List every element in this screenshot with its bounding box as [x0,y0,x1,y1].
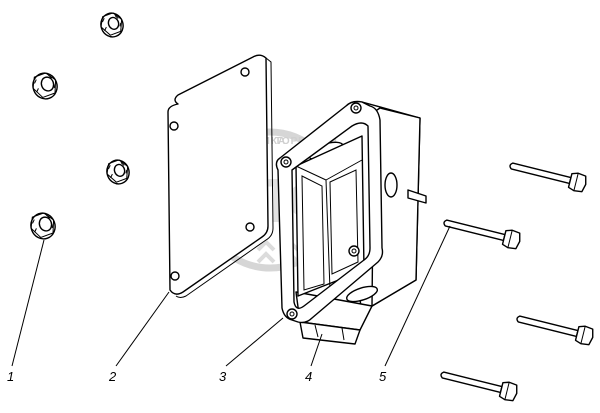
cover-plate [167,54,274,298]
gasket-hole-top-right [350,102,362,114]
gasket-hole-bottom-right [348,245,360,257]
callout-labels: 1 2 3 4 5 [7,369,387,384]
cap-nut-1 [100,12,124,38]
leader-4 [310,333,323,367]
leader-1 [11,239,45,367]
bolt-1 [509,162,587,193]
callout-2: 2 [108,369,117,384]
bolt-4 [440,371,518,402]
cap-nuts-group [30,12,130,240]
cover-hole-bottom-left [170,271,180,281]
gasket-hole-bottom-left [286,308,298,320]
bolt-3 [516,315,594,346]
gland-opening-side [384,172,398,198]
bolts-group [440,162,594,402]
bolt-2 [443,219,521,250]
gasket-frame [275,100,384,324]
cover-hole-bottom-right [245,222,255,232]
leader-3 [225,317,284,367]
leader-lines [11,225,451,367]
cap-nut-2 [32,72,58,100]
cap-nut-3 [106,159,130,185]
junction-box-body [295,101,427,345]
leader-2 [115,291,170,367]
cap-nut-4 [30,212,56,240]
gland-opening-bottom [345,285,379,303]
callout-5: 5 [379,369,387,384]
cover-hole-top-right [240,67,250,77]
leader-5 [384,225,451,367]
callout-1: 1 [7,369,14,384]
callout-3: 3 [219,369,227,384]
callout-4: 4 [305,369,312,384]
gasket-hole-top-left [280,156,292,168]
cover-hole-top-left [169,121,179,131]
